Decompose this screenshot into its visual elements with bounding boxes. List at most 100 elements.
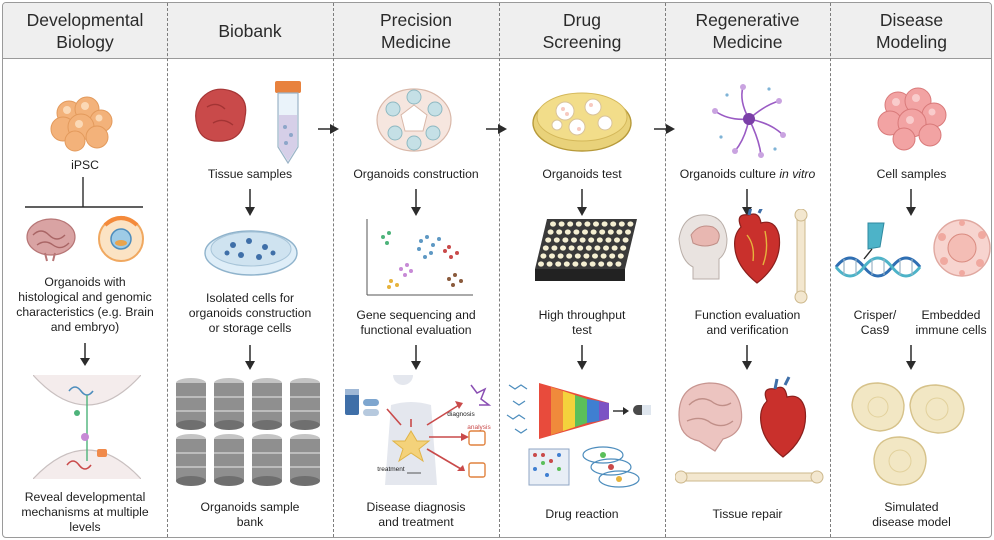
step-label: Organoids sample bank	[200, 500, 300, 529]
diagnosis-treatment-icon	[341, 375, 493, 485]
plate-well	[556, 229, 563, 235]
plate-well	[590, 229, 597, 235]
flow-arrow	[318, 122, 340, 134]
flow-arrow	[486, 122, 508, 134]
flow-arrow	[244, 345, 256, 376]
column-divider	[333, 3, 334, 537]
plate-well	[538, 261, 544, 267]
column-disease-modeling: Disease Modeling Cell samples	[830, 3, 991, 537]
plate-well	[585, 245, 592, 251]
plate-well	[549, 253, 555, 259]
plate-well	[564, 229, 571, 235]
step-label: Gene sequencing and functional evaluatio…	[356, 308, 476, 337]
plate-well	[553, 237, 560, 243]
annotation-analysis: analysis	[467, 424, 491, 431]
step-label: Organoids with histological and genomic …	[16, 275, 154, 334]
plate-well	[542, 245, 549, 251]
column-divider	[830, 3, 831, 537]
cell-sample-icon	[874, 87, 950, 151]
step-label: Drug reaction	[545, 507, 619, 521]
plate-well	[566, 253, 573, 259]
flow-arrow	[741, 345, 753, 376]
organoid-culture-icon	[709, 81, 789, 159]
brain-organoid-icon	[25, 215, 77, 263]
crispr-cas9-label: Crisper/ Cas9	[853, 308, 897, 337]
step-label: iPSC	[71, 158, 99, 172]
plate-well	[540, 253, 547, 259]
organoid-dish-icon	[531, 83, 633, 155]
step-label: Simulated disease model	[872, 500, 951, 529]
plate-well	[574, 253, 581, 259]
flow-arrow	[905, 189, 917, 222]
plate-well	[562, 237, 569, 243]
plate-well	[558, 221, 565, 227]
column-drug-screening: Drug Screening Organoids test High throu…	[499, 3, 665, 537]
column-title: Biobank	[218, 21, 282, 41]
plate-well	[557, 253, 564, 259]
plate-well	[596, 237, 603, 243]
step-label: Tissue samples	[207, 167, 293, 181]
column-title: Regenerative Medicine	[695, 10, 800, 52]
ipsc-cluster-icon	[47, 95, 117, 153]
step-label: Cell samples	[876, 167, 947, 181]
plate-well	[555, 261, 562, 267]
column-divider	[499, 3, 500, 537]
plate-well	[571, 237, 577, 243]
column-title: Drug Screening	[542, 10, 622, 52]
plate-well	[607, 229, 614, 235]
petri-dish-icon	[203, 223, 299, 279]
plate-well	[614, 237, 620, 243]
plate-well	[560, 245, 566, 251]
plate-well	[622, 237, 629, 243]
organoid-ring-icon	[375, 87, 453, 153]
step-label: Function evaluation and verification	[694, 308, 801, 337]
plate-well	[546, 261, 553, 267]
embedded-immune-cells-label: Embedded immune cells	[915, 308, 987, 337]
column-title: Disease Modeling	[875, 10, 948, 52]
tsne-cluster-plot-icon	[361, 217, 475, 299]
step-label: Organoids culture in vitro	[665, 167, 830, 182]
column-divider	[167, 3, 168, 537]
plate-well	[600, 253, 607, 259]
plate-well	[551, 245, 558, 251]
embryo-organoid-icon	[95, 211, 147, 263]
flow-arrow	[410, 345, 422, 376]
step-label-main: Organoids culture	[679, 167, 776, 181]
plate-well	[577, 245, 584, 251]
storage-bank-icon	[175, 377, 325, 487]
plate-well	[625, 229, 631, 235]
plate-well	[588, 237, 595, 243]
plate-well	[589, 261, 596, 267]
plate-well	[575, 221, 582, 227]
plate-well	[609, 253, 616, 259]
flow-arrow	[79, 343, 91, 372]
step-label: Isolated cells for organoids constructio…	[188, 291, 312, 335]
plate-well	[615, 261, 622, 267]
plate-well	[568, 245, 575, 251]
flow-arrow	[905, 345, 917, 376]
plate-well	[606, 261, 613, 267]
annotation-treatment: treatment	[377, 466, 405, 473]
plate-well	[599, 229, 606, 235]
plate-well	[572, 261, 579, 267]
plate-well	[581, 261, 587, 267]
developmental-mechanism-icon	[33, 375, 141, 479]
flow-arrow	[654, 122, 676, 134]
step-label: Tissue repair	[712, 507, 783, 521]
plate-well	[601, 221, 608, 227]
tissue-sample-icon	[193, 85, 249, 145]
plate-well	[603, 245, 609, 251]
immune-cell-icon	[932, 217, 991, 279]
plate-well	[594, 245, 601, 251]
tissue-repair-icon	[675, 375, 825, 495]
plate-well	[592, 253, 598, 259]
flow-arrow	[244, 189, 256, 222]
well-plate-icon	[533, 217, 639, 285]
plate-well	[579, 237, 586, 243]
column-title: Precision Medicine	[380, 10, 452, 52]
step-label: High throughput test	[538, 308, 626, 337]
crispr-dna-icon	[834, 219, 926, 283]
column-title: Developmental Biology	[26, 10, 144, 52]
step-label: Disease diagnosis and treatment	[366, 500, 466, 529]
